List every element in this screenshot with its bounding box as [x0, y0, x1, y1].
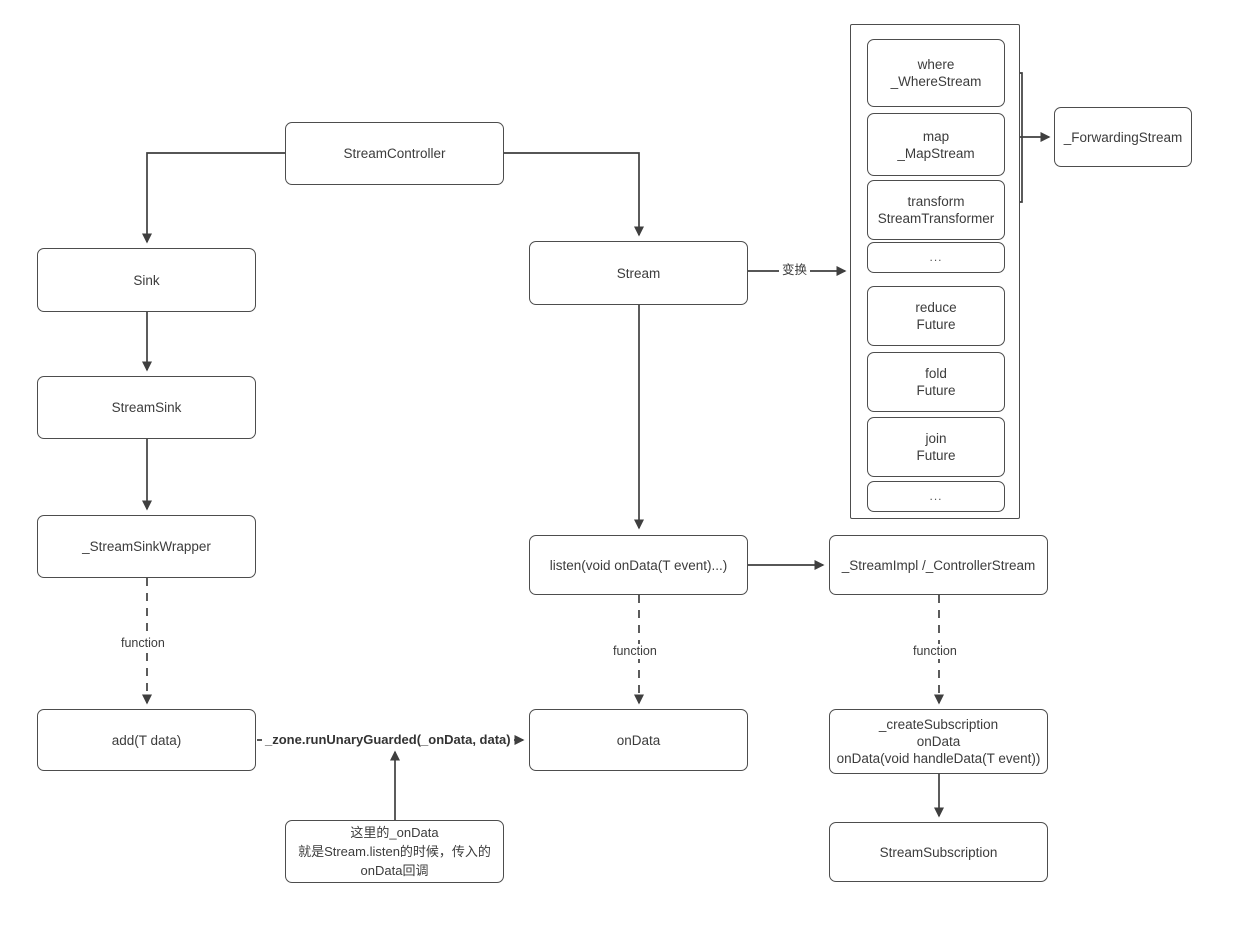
node-forwarding-stream[interactable]: _ForwardingStream	[1054, 107, 1192, 167]
node-stream-sink[interactable]: StreamSink	[37, 376, 256, 439]
edge-label-function-right: function	[910, 644, 960, 659]
node-listen[interactable]: listen(void onData(T event)...)	[529, 535, 748, 595]
group-item-map[interactable]: map _MapStream	[867, 113, 1005, 176]
node-on-data[interactable]: onData	[529, 709, 748, 771]
node-add-t-data[interactable]: add(T data)	[37, 709, 256, 771]
group-item-join[interactable]: join Future	[867, 417, 1005, 477]
node-stream-impl-controller-stream[interactable]: _StreamImpl /_ControllerStream	[829, 535, 1048, 595]
edge-label-function-left: function	[118, 636, 168, 651]
group-item-ellipsis-top[interactable]: ...	[867, 242, 1005, 273]
node-stream-controller[interactable]: StreamController	[285, 122, 504, 185]
node-create-subscription[interactable]: _createSubscription onData onData(void h…	[829, 709, 1048, 774]
group-item-reduce[interactable]: reduce Future	[867, 286, 1005, 346]
node-stream-sink-wrapper[interactable]: _StreamSinkWrapper	[37, 515, 256, 578]
group-item-ellipsis-bottom[interactable]: ...	[867, 481, 1005, 512]
edge-label-transform-cn: 变换	[779, 263, 811, 278]
node-stream-subscription[interactable]: StreamSubscription	[829, 822, 1048, 882]
group-item-fold[interactable]: fold Future	[867, 352, 1005, 412]
edge-label-zone-run-unary-guarded: _zone.runUnaryGuarded(_onData, data)	[262, 732, 514, 747]
edge-label-function-center: function	[610, 644, 660, 659]
group-item-where[interactable]: where _WhereStream	[867, 39, 1005, 107]
node-sink[interactable]: Sink	[37, 248, 256, 312]
node-stream[interactable]: Stream	[529, 241, 748, 305]
note-on-data-callback: 这里的_onData 就是Stream.listen的时候，传入的 onData…	[285, 820, 504, 883]
group-item-transform[interactable]: transform StreamTransformer	[867, 180, 1005, 240]
